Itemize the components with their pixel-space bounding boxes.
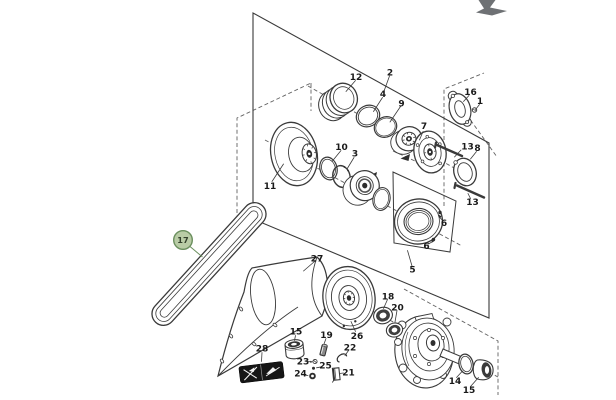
callout-23[interactable]: 23 <box>297 357 310 367</box>
drum-hub <box>342 170 380 206</box>
direction-arrow-icon <box>400 154 410 161</box>
callout-15-left[interactable]: 15 <box>290 327 303 337</box>
part-10-oring <box>319 156 338 181</box>
callout-13-upper[interactable]: 13 <box>461 142 474 152</box>
shield-rivets <box>219 306 278 364</box>
main-panel-part-2 <box>252 12 490 319</box>
callout-13-lower[interactable]: 13 <box>466 198 479 208</box>
balloon-label[interactable]: 17 <box>177 235 189 245</box>
part-13-bolt-upper <box>433 141 464 158</box>
leader-lines <box>261 75 480 387</box>
part-20-bearing <box>385 322 404 338</box>
callout-labels: 1 2 3 4 5 6 6 7 8 9 10 11 12 13 13 14 15… <box>256 69 483 397</box>
balloon-circle[interactable] <box>172 229 193 250</box>
part-6-screw <box>438 210 442 215</box>
clutch-assembly <box>394 312 473 389</box>
part-12-coil <box>318 82 359 122</box>
belt-hazard-pictogram-icon <box>266 367 277 374</box>
callout-1[interactable]: 1 <box>477 97 483 107</box>
part-7-disc <box>413 130 447 174</box>
callout-14[interactable]: 14 <box>449 377 462 387</box>
pointer-arrow-icon <box>476 0 507 16</box>
callout-15-right[interactable]: 15 <box>463 386 476 396</box>
callout-4[interactable]: 4 <box>380 90 386 100</box>
no-touch-pictogram-icon <box>243 366 258 381</box>
part-19-pin <box>319 343 328 357</box>
callout-24[interactable]: 24 <box>294 369 307 379</box>
part-15-bushing-right <box>472 359 494 381</box>
callout-28[interactable]: 28 <box>256 344 269 354</box>
callout-21[interactable]: 21 <box>342 368 355 378</box>
panel-outlines <box>252 12 490 319</box>
part-21-bracket <box>331 367 341 383</box>
part-14-ring <box>458 353 474 375</box>
callout-12[interactable]: 12 <box>350 73 363 83</box>
callout-26[interactable]: 26 <box>351 332 364 342</box>
callout-2[interactable]: 2 <box>387 69 393 79</box>
highlighted-callout-17[interactable]: 17 <box>172 229 203 258</box>
callout-18[interactable]: 18 <box>382 292 395 302</box>
callout-8[interactable]: 8 <box>474 144 480 154</box>
part-22-clip <box>336 353 348 363</box>
callout-10[interactable]: 10 <box>335 143 348 153</box>
callout-22[interactable]: 22 <box>344 343 357 353</box>
part-16-flange <box>447 90 472 127</box>
part-24-ring <box>309 372 316 380</box>
part-27-shield <box>217 256 329 378</box>
part-8-collar <box>453 157 477 187</box>
callout-25[interactable]: 25 <box>319 361 332 371</box>
callout-27[interactable]: 27 <box>311 254 324 264</box>
callout-7[interactable]: 7 <box>421 122 427 132</box>
callout-6-lower[interactable]: 6 <box>423 242 429 252</box>
part-26-pulley <box>322 265 376 331</box>
callout-20[interactable]: 20 <box>391 303 404 313</box>
inner-box-part-5 <box>392 171 457 253</box>
part-5-seal-ring <box>393 198 444 245</box>
oring-small <box>372 187 391 211</box>
safety-decal <box>238 361 285 384</box>
part-11-pulley-half <box>269 121 319 187</box>
part-17-belt <box>151 202 267 326</box>
bearing-hub <box>390 126 423 155</box>
callout-6-upper[interactable]: 6 <box>441 219 447 229</box>
part-15-bushing-left <box>284 339 305 360</box>
callout-3[interactable]: 3 <box>352 150 358 160</box>
callout-19[interactable]: 19 <box>320 331 333 341</box>
callout-11[interactable]: 11 <box>264 182 277 192</box>
part-25-ball <box>312 366 315 370</box>
callout-16[interactable]: 16 <box>464 88 477 98</box>
part-13-bolt-lower <box>453 181 486 199</box>
part-9-oring <box>373 116 398 138</box>
callout-9[interactable]: 9 <box>398 99 404 109</box>
callout-5[interactable]: 5 <box>409 266 415 276</box>
part-18-bearing <box>373 306 393 325</box>
part-23-screw <box>312 358 318 365</box>
